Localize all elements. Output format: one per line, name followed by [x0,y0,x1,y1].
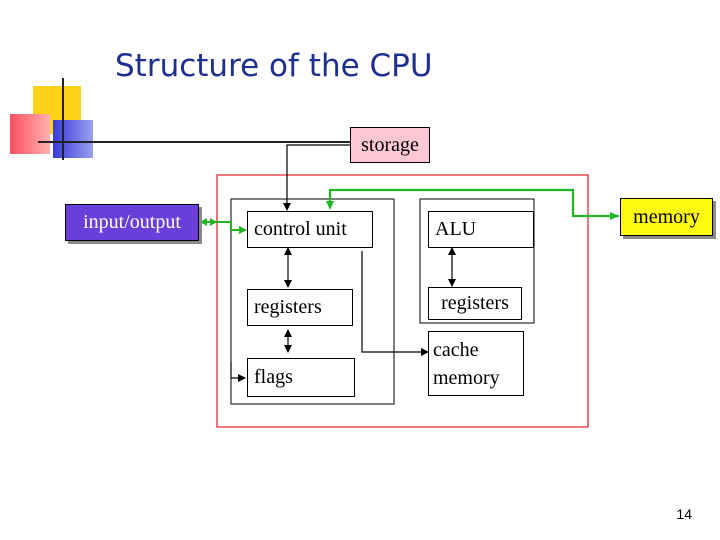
storage-link [283,144,350,211]
flags-side-link [230,362,246,382]
control-unit-group [230,198,395,405]
cpu-internal-bus-arrow [239,226,247,234]
io-bus-arrow-left [200,218,207,226]
alu-box: ALU [428,211,534,248]
cache-memory-label: cache memory [433,338,500,389]
registers-right-box: registers [428,287,522,320]
blue-square [53,120,93,158]
page-number: 14 [676,506,692,522]
control-unit-label: control unit [254,218,347,240]
memory-bus-link [328,188,619,218]
storage-box: storage [350,127,430,163]
alu-group [419,198,535,324]
page-title: Structure of the CPU [115,48,433,84]
cpu-internal-bus [217,221,245,231]
io-bus-arrow-right [210,218,217,226]
registers-right-label: registers [441,292,509,314]
red-square [10,114,50,154]
flags-label: flags [254,366,293,388]
control-unit-box: control unit [247,211,373,248]
logo-decoration [0,0,356,170]
memory-bus-arrow-down [326,201,334,210]
vertical-line [62,78,64,160]
cache-memory-box: cache memory [428,331,524,396]
memory-bus-arrow-right [610,212,619,220]
input-output-label: input/output [83,211,181,233]
cpu-boundary [216,174,589,428]
memory-box: memory [620,198,713,236]
flags-box: flags [247,358,355,397]
storage-label: storage [361,133,419,156]
input-output-box: input/output [65,204,199,241]
alu-label: ALU [435,218,477,240]
registers-left-label: registers [254,296,322,318]
cache-link [361,251,429,356]
memory-label: memory [633,205,700,228]
horizontal-line [38,141,356,143]
registers-left-box: registers [247,289,353,326]
